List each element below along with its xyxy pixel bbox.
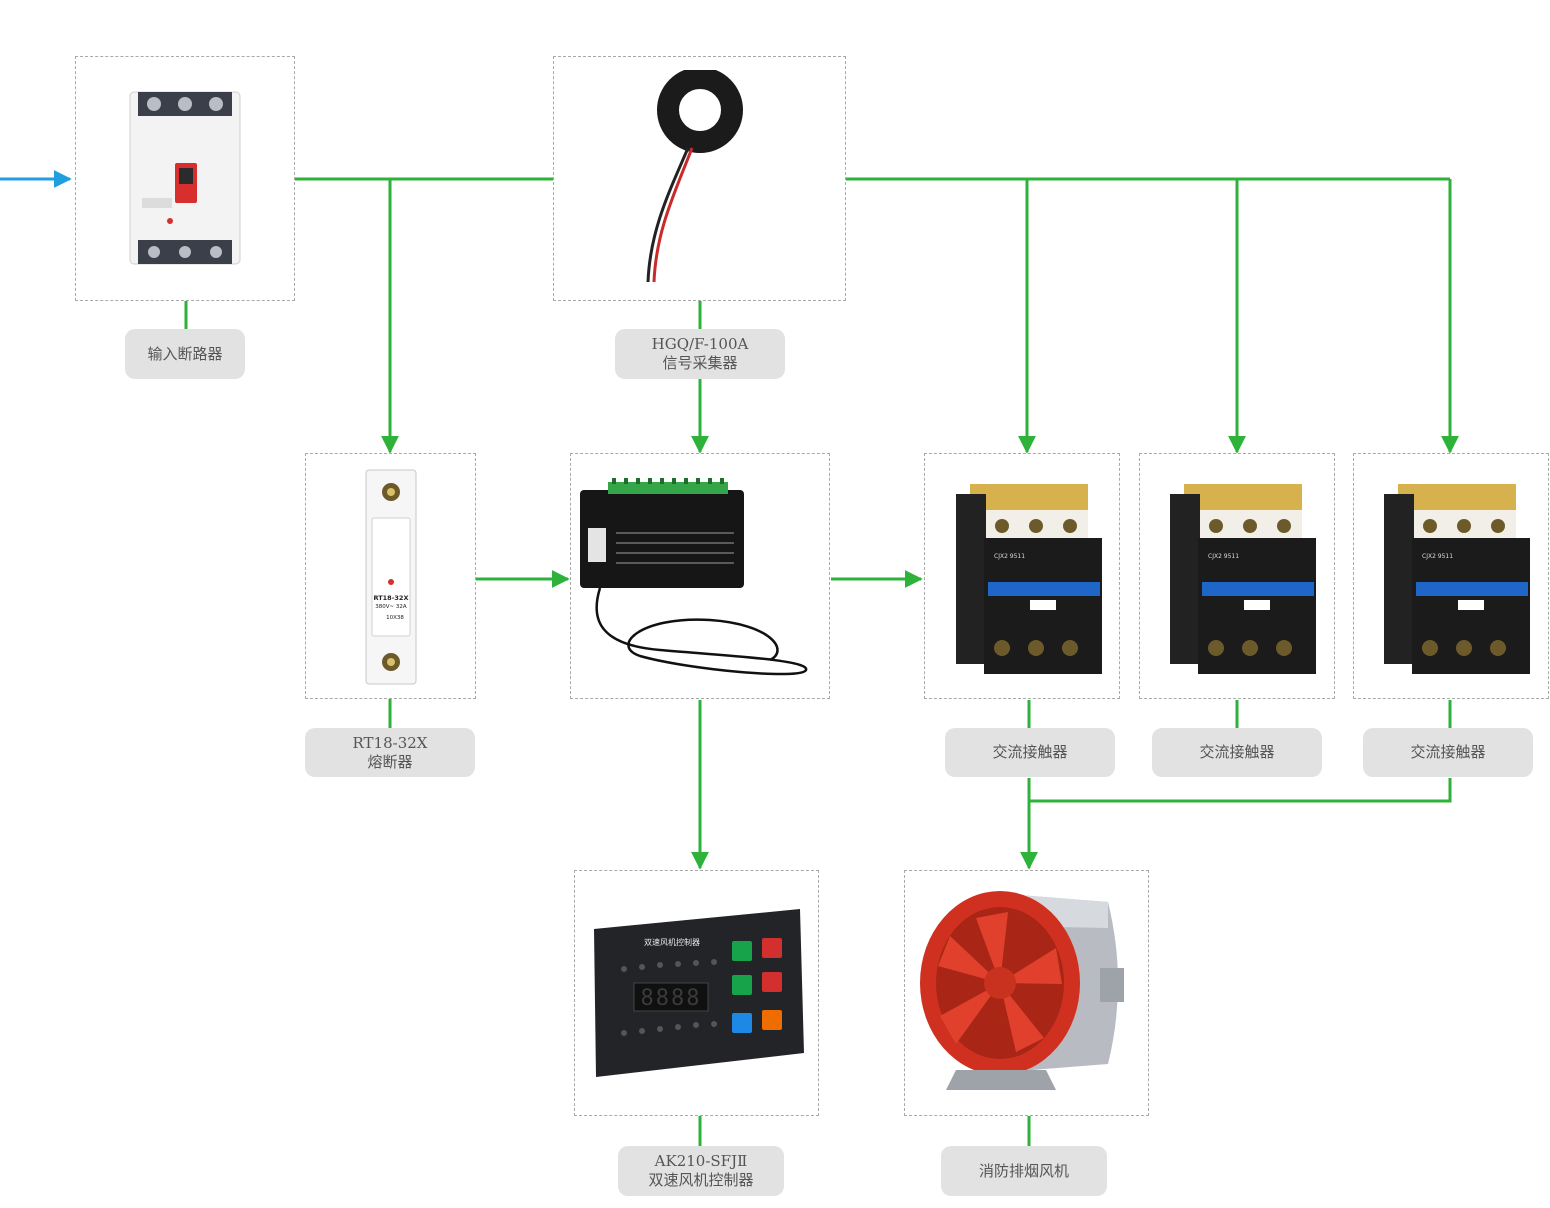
contactor1-print: CJX2 9511: [994, 553, 1025, 560]
contactor1-label: 交流接触器: [945, 728, 1115, 777]
contactor2-image: CJX2 9511: [1170, 484, 1316, 674]
fuse-label: RT18-32X 熔断器: [305, 728, 475, 777]
contactor3-image: CJX2 9511: [1384, 484, 1530, 674]
exhaust-fan-image: [920, 891, 1124, 1090]
contactor3-frame: [1353, 453, 1549, 699]
monitoring-module-frame: [570, 453, 830, 699]
controller-panel-title: 双速风机控制器: [644, 937, 700, 947]
wire-contactors-fan-bus: [1029, 778, 1452, 803]
fan-controller-image: 双速风机控制器 8888: [594, 909, 804, 1077]
controller-frame: [574, 870, 819, 1116]
fuse-print-rating: 380V~ 32A: [375, 604, 407, 610]
fan-label: 消防排烟风机: [941, 1146, 1107, 1196]
fuse-print-model: RT18-32X: [374, 594, 409, 602]
contactor1-image: CJX2 9511: [956, 484, 1102, 674]
circuit-breaker-image: [129, 91, 241, 265]
controller-display: 8888: [641, 986, 702, 1011]
monitoring-module-image: [580, 478, 808, 676]
breaker-frame: [75, 56, 295, 301]
contactor3-label: 交流接触器: [1363, 728, 1533, 777]
fan-frame: [904, 870, 1149, 1116]
controller-label: AK210-SFJⅡ 双速风机控制器: [618, 1146, 784, 1196]
input-breaker-label: 输入断路器: [125, 329, 245, 379]
contactor1-frame: [924, 453, 1120, 699]
contactor3-print: CJX2 9511: [1422, 553, 1453, 560]
current-transformer-image: [646, 70, 743, 283]
signal-collector-label: HGQ/F-100A 信号采集器: [615, 329, 785, 379]
contactor2-frame: [1139, 453, 1335, 699]
signal-collector-frame: [553, 56, 846, 301]
contactor2-label: 交流接触器: [1152, 728, 1322, 777]
fuse-print-size: 10X38: [386, 615, 404, 621]
contactor2-print: CJX2 9511: [1208, 553, 1239, 560]
fuse-image: RT18-32X 380V~ 32A 10X38: [365, 469, 417, 685]
fuse-frame: [305, 453, 476, 699]
